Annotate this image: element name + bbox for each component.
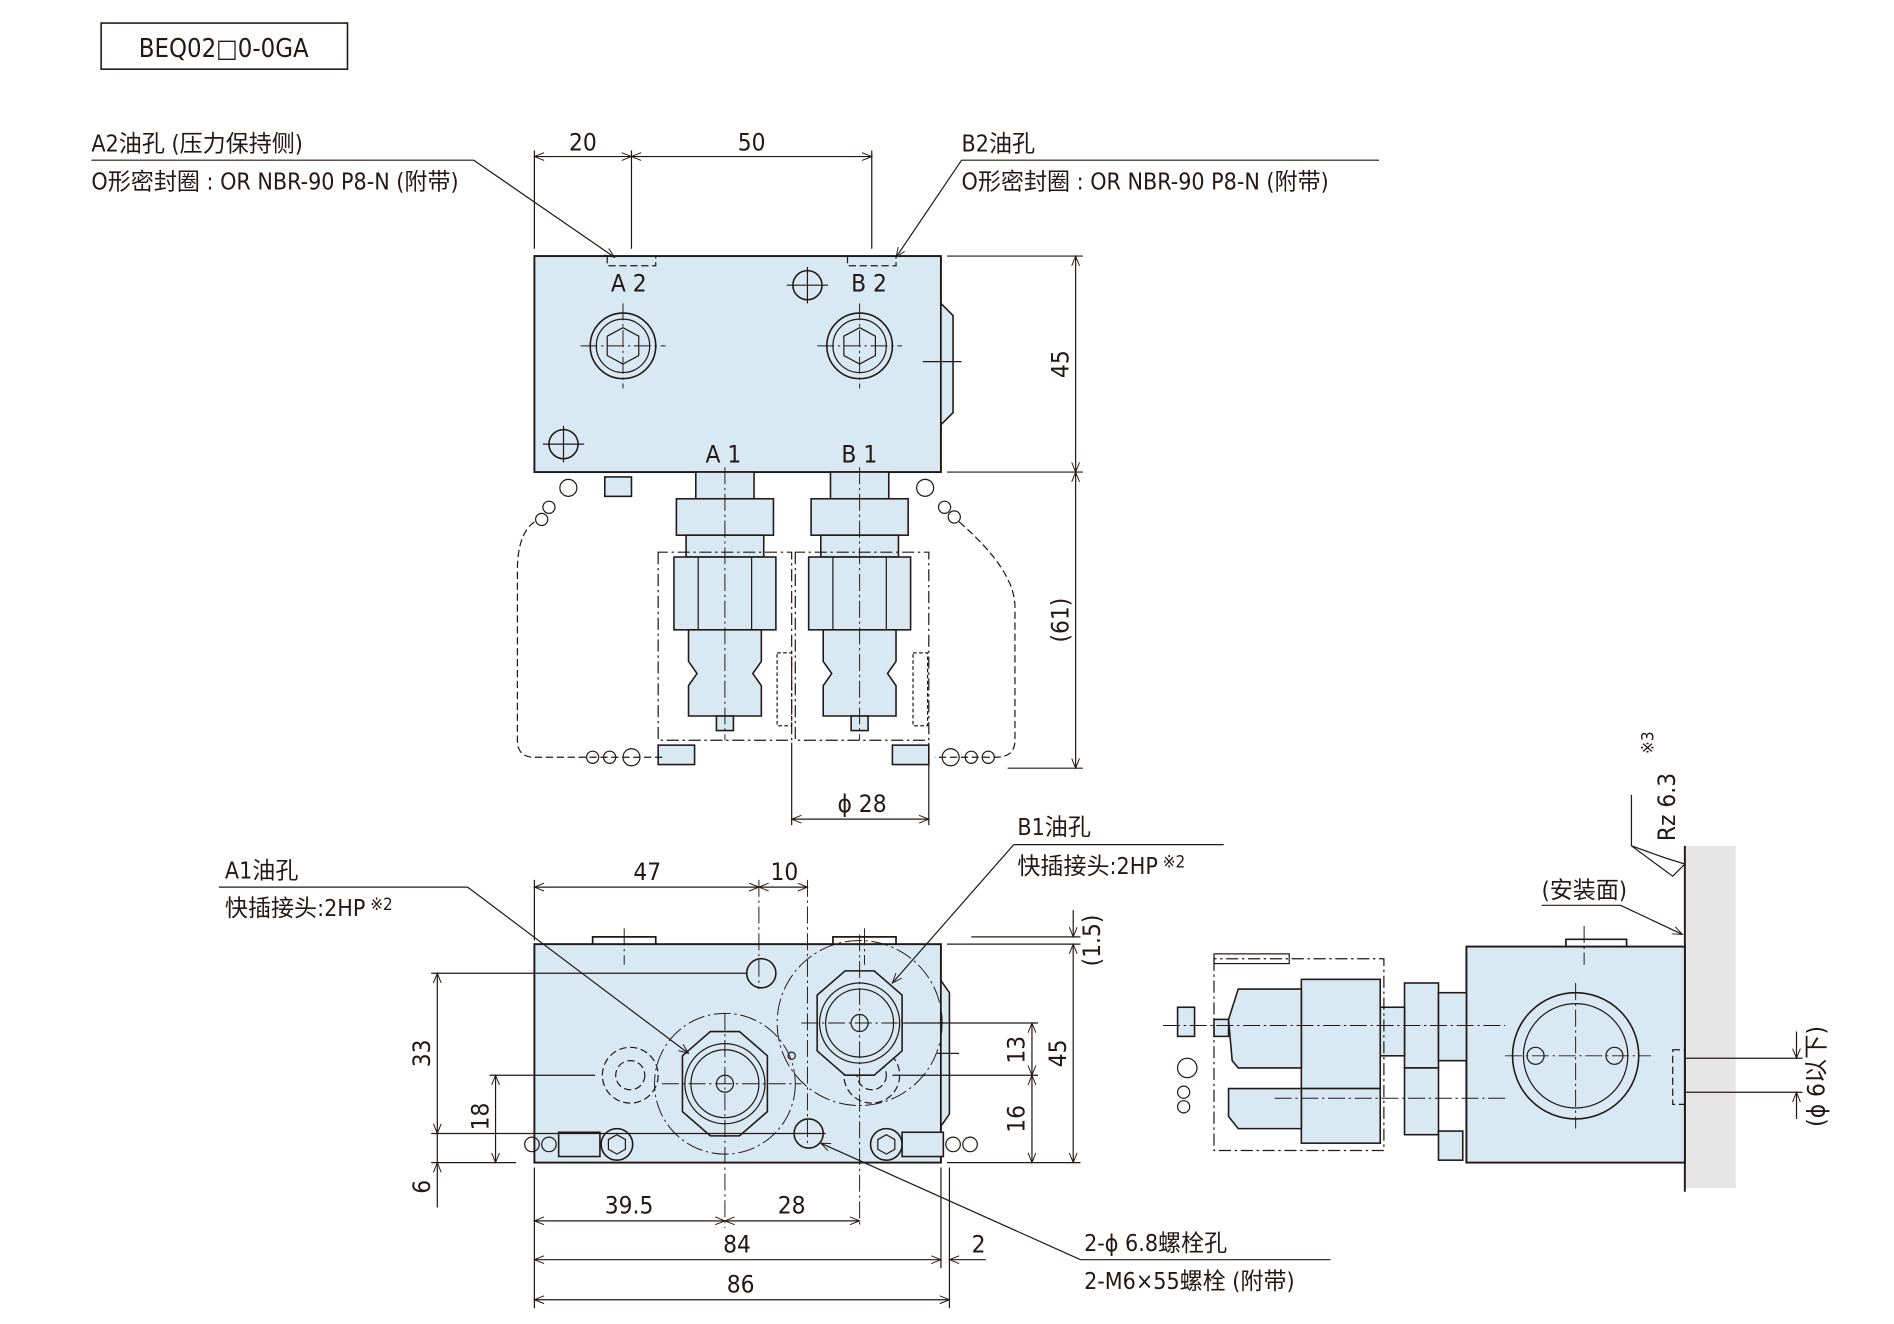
mounting-bolt-icon [524,1127,634,1161]
quick-coupler-b1 [807,467,912,741]
mounting-bolt-icon [869,1127,978,1161]
dim-61: (61) [1045,598,1074,643]
a1-port-label: A1油孔 [225,859,298,885]
chain-ring-icon [534,478,995,767]
mounting-face-label: (安装面) [1542,878,1627,904]
dim-16: 16 [1002,1105,1031,1133]
dim-13: 13 [1002,1036,1031,1064]
model-code-box: BEQ02□0-0GA [100,22,349,70]
dim-28: 28 [778,1191,806,1220]
a2-port-label: A2油孔 (压力保持侧) [91,132,302,158]
dim-2: 2 [972,1229,986,1258]
dim-18: 18 [465,1103,494,1131]
port-a2-label: A 2 [611,268,647,297]
dim-45-top: 45 [1045,350,1074,378]
dim-84: 84 [723,1229,751,1258]
dim-33: 33 [407,1039,436,1067]
front-view: 33 18 6 13 16 45 (1.5) 47 10 39.5 28 84 [218,815,1331,1309]
dim-86: 86 [727,1269,755,1298]
side-view: (ϕ 6以下) Rz 6.3 ※3 (安装面) [1163,731,1830,1192]
dim-45-front: 45 [1043,1039,1072,1067]
dim-47: 47 [633,857,661,886]
dim-50: 50 [738,127,766,156]
bolt-hole-label: 2-ϕ 6.8螺栓孔 [1084,1231,1227,1257]
dim-20: 20 [569,127,597,156]
b2-port-label: B2油孔 [962,132,1036,158]
hex-socket-bolt-icon [817,303,903,389]
a1-coupler-label: 快插接头:2HP※2 [225,895,393,922]
dim-6: 6 [407,1180,436,1194]
b2-oring-label: O形密封圈 : OR NBR-90 P8-N (附带) [962,169,1329,195]
a2-oring-label: O形密封圈 : OR NBR-90 P8-N (附带) [91,169,458,195]
dim-1-5: (1.5) [1077,915,1106,967]
dim-phi28: ϕ 28 [837,789,886,818]
bolt-label: 2-M6×55螺栓 (附带) [1084,1269,1294,1295]
port-a1-label: A 1 [706,439,742,468]
pin-hole-icon [542,425,585,463]
port-b2-label: B 2 [851,268,887,297]
hex-socket-bolt-icon [580,303,666,389]
mounting-plate [1684,845,1736,1189]
b1-port-label: B1油孔 [1017,815,1091,841]
roughness-value: Rz 6.3 [1652,773,1681,841]
roughness-note: ※3 [1638,731,1658,754]
top-view: A 2 B 2 A 1 B 1 [91,127,1380,826]
dim-10: 10 [770,857,798,886]
pin-hole-icon [786,266,829,304]
port-b1-label: B 1 [841,439,877,468]
hole-diameter-note: (ϕ 6以下) [1801,1026,1830,1127]
model-code: BEQ02□0-0GA [139,34,309,64]
b1-coupler-label: 快插接头:2HP※2 [1017,853,1185,880]
quick-coupler-a1 [673,467,777,741]
dim-39-5: 39.5 [605,1191,654,1220]
